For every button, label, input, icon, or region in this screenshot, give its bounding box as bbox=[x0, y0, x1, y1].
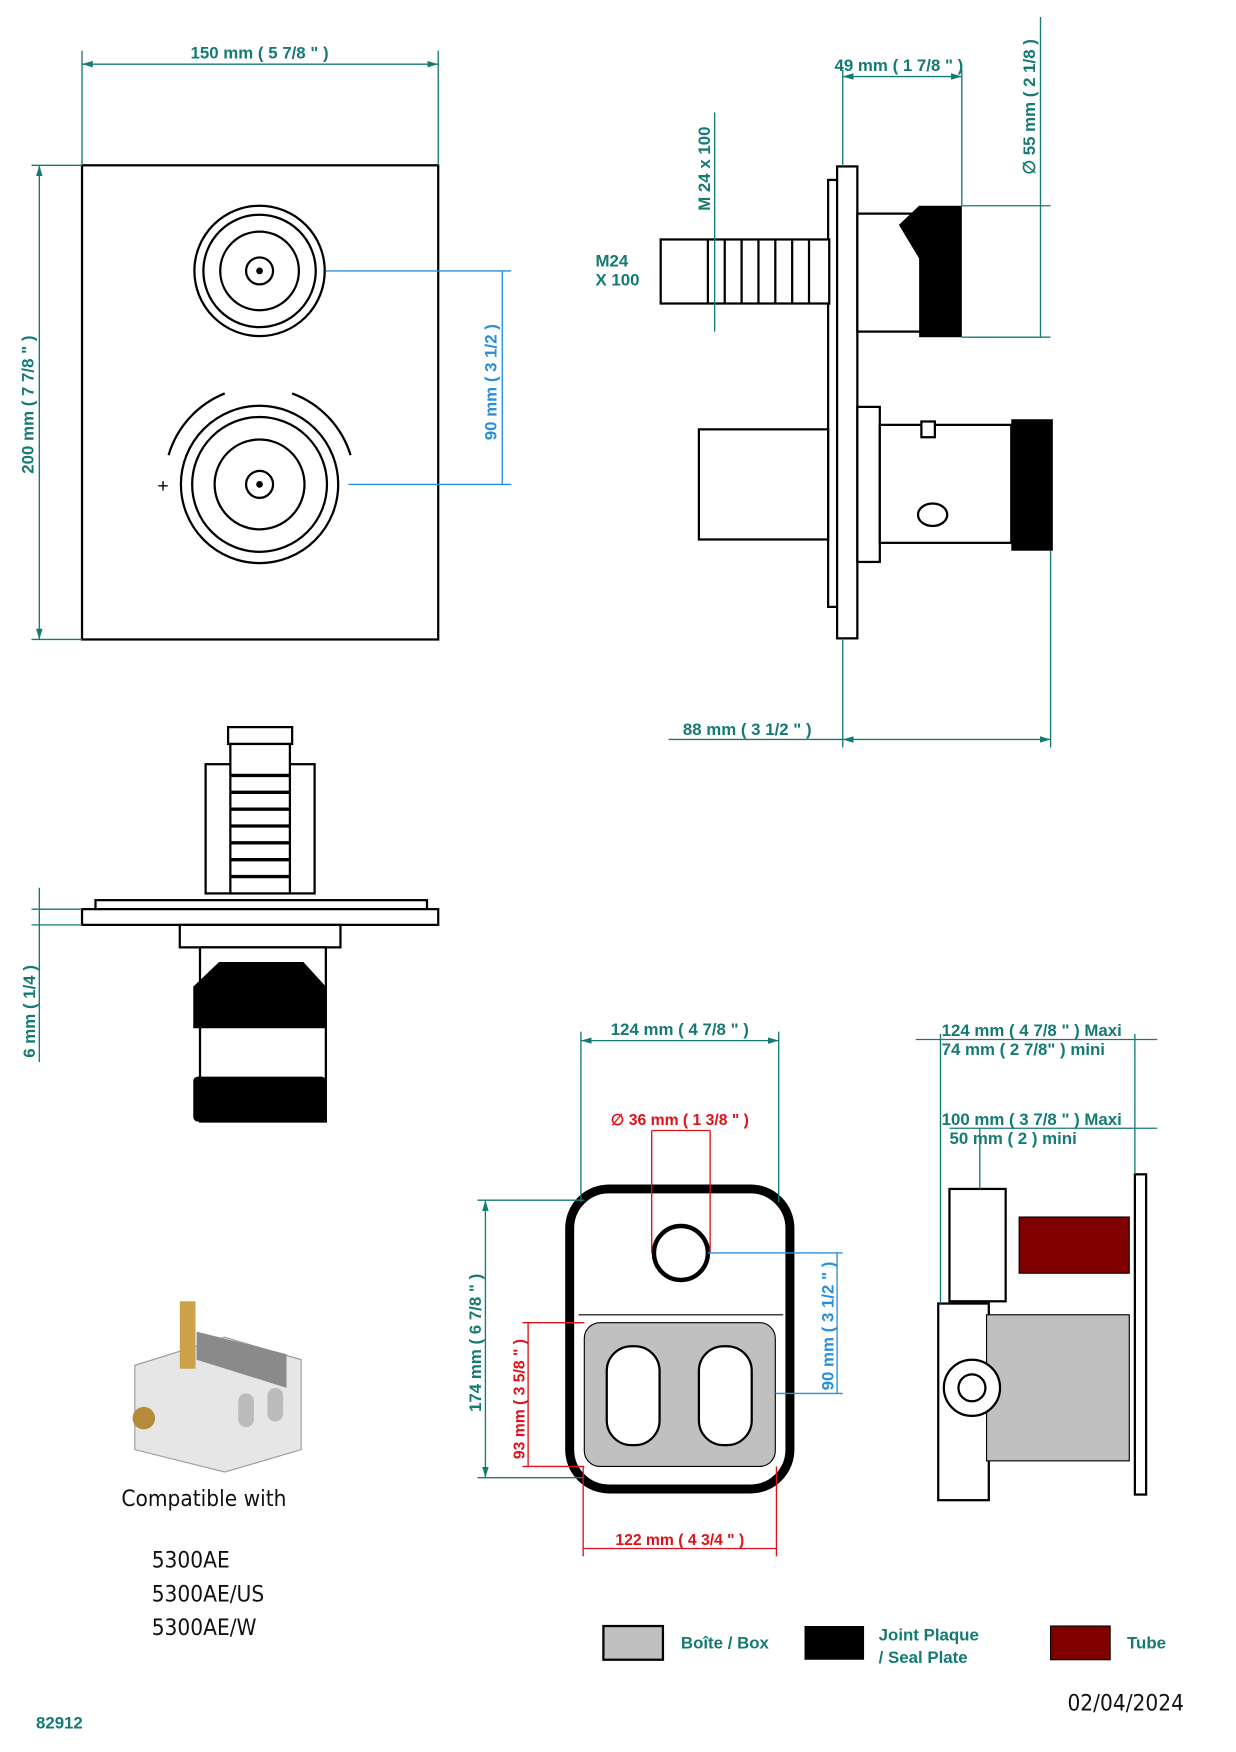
plate-thickness-label: 6 mm ( 1/4 ) bbox=[20, 965, 39, 1058]
bottom-knob: + bbox=[157, 392, 352, 565]
box-lower-height-label: 93 mm ( 3 5/8 " ) bbox=[512, 1339, 529, 1459]
box-side-view: 124 mm ( 4 7/8 " ) Maxi 74 mm ( 2 7/8" )… bbox=[915, 1021, 1158, 1502]
compatible-title: Compatible with bbox=[121, 1486, 286, 1512]
box-height-label: 174 mm ( 6 7/8 " ) bbox=[466, 1274, 485, 1412]
knob-spacing-label: 90 mm ( 3 1/2 ) bbox=[482, 324, 501, 440]
side-min-1-label: 74 mm ( 2 7/8" ) mini bbox=[942, 1040, 1105, 1059]
compatible-product-image bbox=[132, 1301, 302, 1473]
side-max-1-label: 124 mm ( 4 7/8 " ) Maxi bbox=[942, 1021, 1122, 1040]
front-view: + 150 mm ( 5 7/8 " ) 200 mm ( 7 7/8 " ) … bbox=[19, 44, 512, 641]
legend-seal-label-2: / Seal Plate bbox=[879, 1648, 968, 1667]
box-lower-width-label: 122 mm ( 4 3/4 " ) bbox=[615, 1532, 744, 1549]
total-depth-label: 88 mm ( 3 1/2 " ) bbox=[683, 720, 812, 739]
knob-diameter-label: ∅ 55 mm ( 2 1/8 ) bbox=[1020, 39, 1039, 174]
legend-swatch-box bbox=[602, 1624, 665, 1661]
thread-vertical-label: M 24 x 100 bbox=[695, 127, 714, 211]
side-min-2-label: 50 mm ( 2 ) mini bbox=[949, 1129, 1076, 1148]
knob-depth-label: 49 mm ( 1 7/8 " ) bbox=[835, 56, 964, 75]
knob-seal-black bbox=[898, 205, 962, 338]
compatible-model: 5300AE/W bbox=[152, 1615, 257, 1641]
side-max-2-label: 100 mm ( 3 7/8 " ) Maxi bbox=[942, 1110, 1122, 1129]
side-view: 49 mm ( 1 7/8 " ) ∅ 55 mm ( 2 1/8 ) M 24… bbox=[596, 16, 1053, 748]
box-front-view: 124 mm ( 4 7/8 " ) ∅ 36 mm ( 1 3/8 " ) 1… bbox=[466, 1020, 843, 1557]
box-hole-spacing-label: 90 mm ( 3 1/2 " ) bbox=[819, 1262, 838, 1391]
legend-tube-label: Tube bbox=[1127, 1633, 1166, 1652]
plus-icon: + bbox=[157, 475, 169, 497]
legend-swatch-seal bbox=[804, 1626, 865, 1660]
compatible-model: 5300AE/US bbox=[152, 1581, 264, 1607]
legend-box-label: Boîte / Box bbox=[681, 1633, 770, 1652]
top-view: 6 mm ( 1/4 ) bbox=[20, 725, 440, 1123]
legend: Boîte / Box Joint Plaque / Seal Plate Tu… bbox=[602, 1624, 1166, 1667]
box-hole-diameter-label: ∅ 36 mm ( 1 3/8 " ) bbox=[611, 1112, 749, 1129]
date: 02/04/2024 bbox=[1067, 1690, 1184, 1716]
thread-label-1: M24 bbox=[596, 251, 629, 270]
thread-label-2: X 100 bbox=[596, 271, 640, 290]
front-width-label: 150 mm ( 5 7/8 " ) bbox=[190, 44, 328, 63]
compatible-model: 5300AE bbox=[152, 1548, 230, 1574]
front-height-label: 200 mm ( 7 7/8 " ) bbox=[19, 336, 38, 474]
top-knob bbox=[193, 204, 326, 338]
reference-number: 82912 bbox=[36, 1713, 83, 1732]
box-width-label: 124 mm ( 4 7/8 " ) bbox=[611, 1020, 749, 1039]
legend-seal-label-1: Joint Plaque bbox=[879, 1626, 979, 1645]
legend-swatch-tube bbox=[1050, 1625, 1111, 1661]
